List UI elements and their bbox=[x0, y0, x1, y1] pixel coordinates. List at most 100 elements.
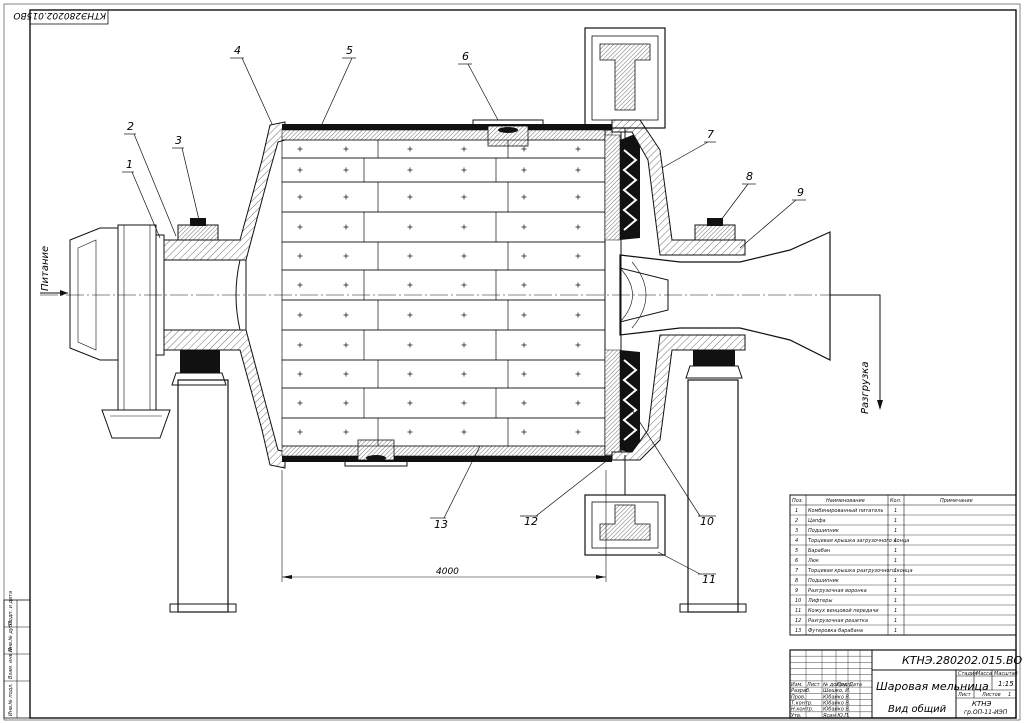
lining-bolt bbox=[575, 253, 581, 259]
dimension-value: 4000 bbox=[436, 567, 459, 577]
spec-row-name: Разгрузочная решетка bbox=[808, 618, 868, 624]
spec-row-pos: 2 bbox=[795, 518, 798, 524]
lining-bolt bbox=[343, 224, 349, 230]
spec-row-name: Кожух венцовой передачи bbox=[808, 608, 879, 614]
discharge-label: Разгрузка bbox=[860, 362, 871, 414]
left-support bbox=[177, 379, 229, 613]
lining-bolt bbox=[461, 400, 467, 406]
spec-row-name: Барабан bbox=[808, 548, 831, 554]
lining-bolt bbox=[297, 342, 303, 348]
spec-row-qty: 1 bbox=[894, 578, 897, 584]
lining-bolt bbox=[343, 429, 349, 435]
lining-bolt bbox=[575, 429, 581, 435]
lining-bolt bbox=[575, 194, 581, 200]
lining-bolt bbox=[343, 400, 349, 406]
tb-group: гр.ОП-11-ИЭП bbox=[964, 709, 1008, 716]
lining-bolt bbox=[343, 342, 349, 348]
spec-row-qty: 1 bbox=[894, 568, 897, 574]
lining-bolt bbox=[407, 282, 413, 288]
tb-person: Юбайко В. bbox=[823, 694, 850, 700]
side-label-3: Инв.№ подл. bbox=[8, 683, 14, 716]
side-label-1: Инв.№ дубл. bbox=[8, 619, 14, 652]
lining-bolt bbox=[343, 371, 349, 377]
tb-sheets-label: Листов bbox=[981, 692, 1001, 698]
discharge-funnel bbox=[619, 231, 831, 361]
lining-bolt bbox=[407, 312, 413, 318]
spec-row-qty: 1 bbox=[894, 598, 897, 604]
tb-title-code: КТНЭ.280202.015.ВО bbox=[902, 654, 1023, 667]
lining-bolt bbox=[461, 167, 467, 173]
drum-lining bbox=[281, 139, 606, 447]
lining-bolt bbox=[461, 429, 467, 435]
feed-label: Питание bbox=[40, 246, 51, 291]
lining-bolt bbox=[297, 224, 303, 230]
lining-bolt bbox=[343, 194, 349, 200]
spec-row-name: Торцевая крышка разгрузочного конца bbox=[808, 568, 913, 574]
lining-bolt bbox=[297, 167, 303, 173]
lining-bolt bbox=[297, 312, 303, 318]
lining-bolt bbox=[407, 371, 413, 377]
lining-bolt bbox=[343, 167, 349, 173]
spec-row-pos: 11 bbox=[795, 608, 801, 614]
spec-row-name: Подшипник bbox=[808, 528, 839, 534]
lifters bbox=[620, 132, 640, 455]
stamp-code: КТНЭ280202.015ВО bbox=[13, 10, 106, 20]
spec-row-qty: 1 bbox=[894, 538, 897, 544]
tb-sheet-label: Лист bbox=[957, 692, 972, 698]
lining-bolt bbox=[461, 371, 467, 377]
spec-row-qty: 1 bbox=[894, 528, 897, 534]
lining-bolt bbox=[461, 224, 467, 230]
lining-bolt bbox=[461, 253, 467, 259]
lining-bolt bbox=[343, 282, 349, 288]
spec-row-pos: 3 bbox=[795, 528, 798, 534]
lining-bolt bbox=[407, 342, 413, 348]
callout-5: 5 bbox=[346, 44, 353, 57]
tb-role: Утв. bbox=[791, 713, 802, 719]
callout-2: 2 bbox=[127, 120, 134, 133]
lining-bolt bbox=[297, 146, 303, 152]
tb-org: КТНЭ bbox=[972, 700, 992, 708]
callout-1: 1 bbox=[126, 158, 133, 171]
lining-bolt bbox=[461, 312, 467, 318]
tb-role: Пров. bbox=[791, 694, 806, 700]
lining-bolt bbox=[297, 371, 303, 377]
lining-bolt bbox=[575, 146, 581, 152]
spec-row-qty: 1 bbox=[894, 588, 897, 594]
spec-row-pos: 8 bbox=[795, 578, 798, 584]
spec-row-pos: 4 bbox=[795, 538, 798, 544]
left-end-cover-lower bbox=[163, 329, 286, 469]
lining-bolt bbox=[575, 342, 581, 348]
spec-row-qty: 1 bbox=[894, 618, 897, 624]
tb-header-cell: Подп. bbox=[837, 682, 852, 688]
lining-bolt bbox=[407, 253, 413, 259]
lining-bolt bbox=[575, 224, 581, 230]
discharge-grate bbox=[604, 129, 622, 457]
tb-header-cell: Дата bbox=[848, 682, 862, 688]
lining-bolt bbox=[407, 167, 413, 173]
lining-bolt bbox=[521, 400, 527, 406]
tb-role: Разраб. bbox=[791, 688, 811, 694]
sheet-frame bbox=[29, 9, 1017, 719]
callout-9: 9 bbox=[797, 186, 804, 199]
manhole-top bbox=[472, 119, 544, 147]
spec-row-name: Футеровка барабана bbox=[808, 628, 863, 634]
lining-bolt bbox=[461, 282, 467, 288]
lining-bolt bbox=[521, 253, 527, 259]
lining-bolt bbox=[407, 429, 413, 435]
lining-bolt bbox=[461, 194, 467, 200]
tb-stage-label: Стадия bbox=[958, 671, 977, 677]
lining-bolt bbox=[297, 400, 303, 406]
spec-row-name: Разгрузочная воронка bbox=[808, 588, 867, 594]
manhole-bottom bbox=[344, 439, 408, 467]
title-block: Стадия Масса Масштаб 1:15 Лист Листов 1 … bbox=[789, 649, 1023, 719]
spec-row-qty: 1 bbox=[894, 508, 897, 514]
right-end-cover-lower bbox=[611, 334, 746, 461]
lining-bolt bbox=[407, 400, 413, 406]
tb-header-cell: Изм. bbox=[791, 682, 803, 688]
callout-4: 4 bbox=[234, 44, 241, 57]
spec-row-qty: 1 bbox=[894, 548, 897, 554]
spec-header-pos: Поз. bbox=[792, 498, 803, 504]
spec-header-qty: Кол. bbox=[890, 498, 901, 504]
